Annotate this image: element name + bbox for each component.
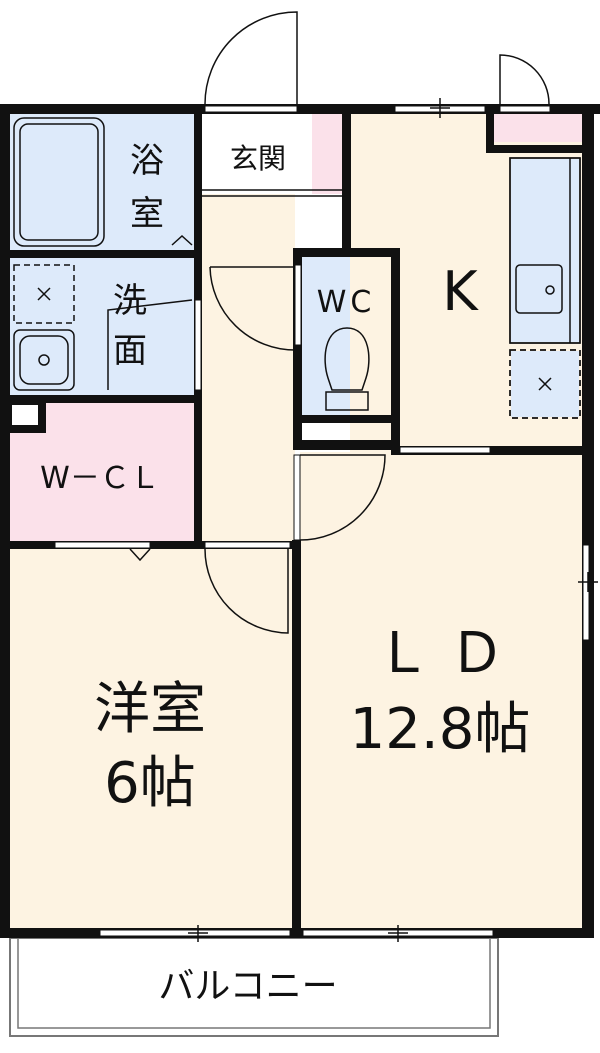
washroom-floor: [10, 257, 195, 397]
genkan-floor: [200, 112, 312, 194]
wash-basin-drain: [38, 354, 50, 366]
window-entrance-top: [204, 105, 298, 113]
kitchen-sink-drain: [545, 285, 555, 295]
wall-wash-wcl: [10, 395, 200, 403]
wall-wc-bottom: [293, 415, 400, 423]
genkan-label: 玄関: [230, 142, 286, 175]
washer-pan-cross: [37, 287, 51, 301]
wall-kitchen-cabinet-bottom: [486, 145, 582, 153]
bathtub-inner: [19, 123, 99, 241]
wall-kitchen-ld: [391, 446, 591, 455]
wall-wc-top: [293, 248, 400, 257]
kitchen-counter-fill: [511, 159, 579, 342]
senmen-label-2: 面: [113, 331, 147, 371]
bath-label-1: 浴: [130, 141, 164, 181]
wall-top: [0, 104, 600, 114]
toilet-icon: [324, 327, 370, 391]
door-wash-hall: [194, 299, 202, 391]
ld-label-2: 12.8帖: [350, 697, 531, 762]
western-room-floor: [10, 548, 297, 930]
bath-label-2: 室: [130, 194, 164, 234]
wash-basin-icon: [13, 329, 75, 391]
notch-inner: [12, 405, 38, 425]
refrigerator-outline: [509, 349, 581, 419]
wall-wc-right: [391, 248, 400, 448]
fixture-fills: [511, 159, 579, 417]
window-ticks: [188, 98, 598, 942]
door-swing-icon: [299, 454, 386, 541]
washer-pan-icon: [13, 264, 75, 324]
kitchen-pink-cabinet: [492, 112, 584, 142]
wall-wc-bottom-2: [293, 440, 400, 450]
door-swing-icon: [204, 11, 298, 105]
wall-yoshitsu-ld: [292, 540, 301, 935]
wall-right: [582, 104, 594, 938]
wcl-label: W－ＣＬ: [40, 461, 160, 496]
window-kitchen-top-small: [499, 105, 551, 113]
wall-wc-left: [293, 248, 302, 448]
door-hall-ld: [293, 454, 301, 541]
wall-bath-wash: [10, 250, 200, 258]
door-swing-icon: [499, 54, 550, 105]
yoshitsu-label-1: 洋室: [94, 677, 206, 742]
toilet-tank: [325, 391, 369, 411]
kitchen-sink-outline: [515, 264, 563, 314]
ld-label-1: Ｌ Ｄ: [375, 621, 505, 686]
door-swing-icon: [129, 548, 151, 562]
labels: 浴 室 玄関 洗 面 WC K W－ＣＬ 洋室 6帖 Ｌ Ｄ 12.8帖 バルコ…: [40, 141, 530, 1007]
yoshitsu-label-2: 6帖: [104, 751, 196, 816]
door-wcl-opening: [54, 541, 151, 549]
bath-step-icon: [171, 234, 193, 246]
door-hall-yoshitsu: [204, 541, 291, 549]
wall-hall-right-upper: [342, 112, 351, 252]
balcony-label: バルコニー: [158, 966, 337, 1007]
room-fills: [10, 112, 590, 930]
wash-basin-bowl: [19, 335, 69, 385]
refrigerator-x: [538, 377, 552, 391]
living-dining-floor: [300, 452, 590, 930]
washroom-partition: [107, 299, 193, 390]
door-swing-icon: [209, 266, 296, 351]
window-ld-right: [582, 544, 590, 641]
kitchen-counter-outline: [509, 157, 581, 344]
wall-kitchen-cabinet: [486, 112, 494, 152]
kitchen-label: K: [442, 260, 479, 323]
door-wc: [294, 264, 302, 346]
door-swing-icon: [204, 548, 289, 634]
senmen-label-1: 洗: [113, 281, 147, 321]
door-swings: [129, 11, 550, 634]
genkan-shoe-box: [312, 112, 345, 194]
door-kitchen-ld: [399, 446, 491, 454]
wc-label: WC: [317, 285, 376, 320]
bathroom-floor: [10, 112, 195, 252]
kitchen-outlines: [509, 157, 581, 419]
wall-left: [0, 104, 10, 938]
bathtub-icon: [13, 117, 105, 247]
